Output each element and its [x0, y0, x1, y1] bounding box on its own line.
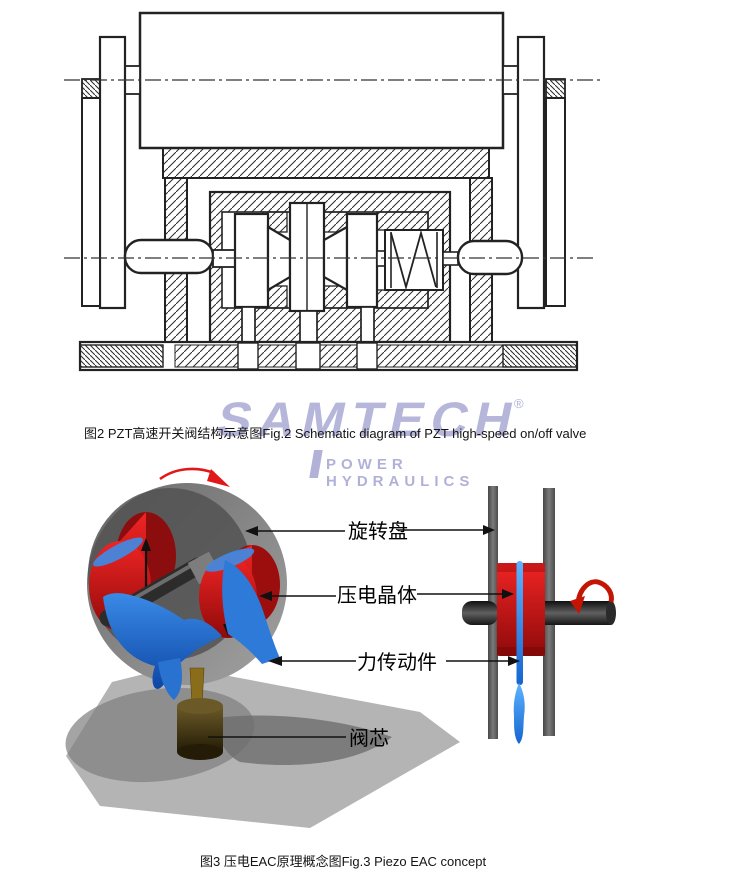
spool-land-left — [233, 212, 270, 309]
rotation-arrow-side-icon — [570, 579, 614, 614]
samtech-watermark: SAMTECH ® POWER HYDRAULICS — [212, 392, 538, 490]
label-rotating-disc: 旋转盘 — [348, 519, 408, 543]
leader-lines — [208, 529, 508, 738]
spool-land-right — [345, 212, 379, 309]
label-force-transmission: 力传动件 — [357, 650, 437, 674]
figure3-caption: 图3 压电EAC原理概念图Fig.3 Piezo EAC concept — [200, 854, 487, 869]
leader-arrowheads — [245, 525, 520, 666]
samtech-tagline: POWER HYDRAULICS — [326, 456, 475, 490]
force-transmission-line — [516, 561, 523, 685]
registered-trademark-icon: ® — [514, 396, 524, 411]
up-arrow-icon — [141, 538, 151, 551]
shaft-left-segment — [462, 601, 498, 625]
right-plate — [516, 35, 546, 310]
valve-housing — [78, 11, 579, 372]
return-spring — [384, 229, 444, 291]
label-piezo-crystal: 压电晶体 — [337, 583, 417, 607]
left-plate — [98, 35, 127, 310]
force-transmission-tip — [513, 683, 525, 744]
piezo-eac-side-view — [462, 486, 616, 744]
valve-core — [177, 698, 223, 760]
figure2-caption: 图2 PZT高速开关阀结构示意图Fig.2 Schematic diagram … — [84, 426, 587, 441]
centerlines — [64, 79, 600, 259]
core-shadow — [215, 715, 392, 765]
piezo-eac-concept-figure: 旋转盘 压电晶体 力传动件 阀芯 — [65, 467, 616, 828]
force-transmission-part — [103, 560, 280, 700]
piezo-eac-3d-view — [65, 467, 460, 828]
pzt-valve-cross-section-drawing — [64, 11, 600, 372]
label-valve-core: 阀芯 — [349, 726, 389, 750]
rotation-arrow-icon — [159, 467, 230, 487]
shaft-left-end — [123, 238, 215, 275]
